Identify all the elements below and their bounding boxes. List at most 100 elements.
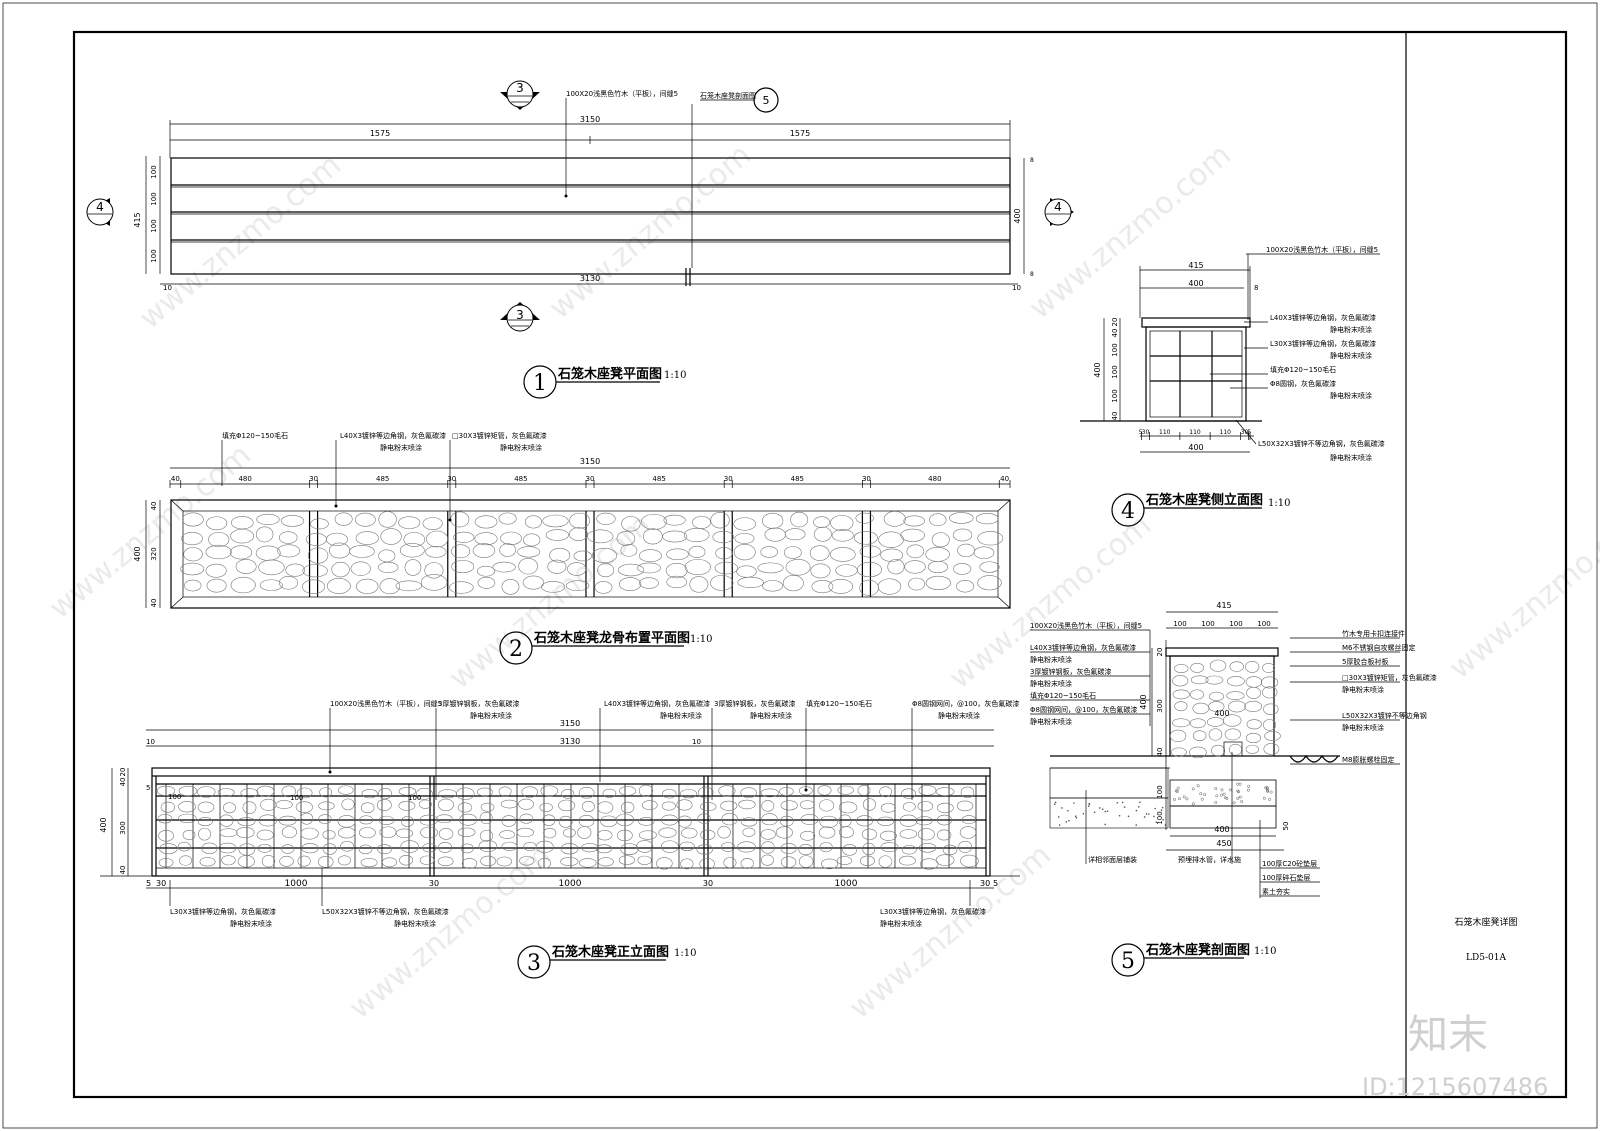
- dim-plan-total: 3150: [580, 115, 600, 124]
- svg-text:415: 415: [1188, 261, 1203, 270]
- view-title-5: 5 石笼木座凳剖面图 1:10: [1111, 942, 1276, 977]
- svg-text:10: 10: [1012, 284, 1021, 292]
- svg-text:10: 10: [692, 738, 701, 746]
- keel-dim-label: 485: [652, 475, 665, 483]
- sheet-title: 石笼木座凳详图: [1454, 916, 1517, 928]
- side-dim-label: 30: [1241, 429, 1249, 436]
- svg-text:30: 30: [703, 879, 713, 888]
- svg-text:30: 30: [429, 879, 439, 888]
- svg-text:100: 100: [1229, 620, 1242, 628]
- section-note-bottom: 预埋排水管，详水施: [1178, 855, 1241, 864]
- section-note-right: L50X32X3镀锌不等边角钢: [1342, 711, 1427, 720]
- keel-dim-label: 40: [171, 475, 180, 483]
- svg-text:400: 400: [1139, 694, 1148, 709]
- svg-text:415: 415: [1216, 601, 1231, 610]
- section-note-bottom: 100厚碎石垫层: [1262, 873, 1310, 882]
- svg-text:静电粉末喷涂: 静电粉末喷涂: [750, 711, 792, 720]
- section-note-left: 100X20浅黑色竹木（平板），间缝5: [1030, 621, 1142, 630]
- keel-dim-label: 40: [1000, 475, 1009, 483]
- sheet-number: LD5-01A: [1466, 953, 1506, 963]
- svg-text:100: 100: [1111, 343, 1119, 356]
- svg-text:40: 40: [1111, 329, 1119, 338]
- svg-text:L50X32X3镀锌不等边角钢，灰色氟碳漆: L50X32X3镀锌不等边角钢，灰色氟碳漆: [1258, 439, 1385, 448]
- section-note-left: L40X3镀锌等边角钢，灰色氟碳漆: [1030, 643, 1136, 652]
- section-ref-5: 5: [753, 87, 779, 113]
- section-note-right: □30X3镀锌矩管，灰色氟碳漆: [1342, 673, 1437, 682]
- svg-text:3厚镀锌钢板，灰色氟碳漆: 3厚镀锌钢板，灰色氟碳漆: [438, 699, 519, 708]
- section-note-right: M8膨胀螺栓固定: [1342, 755, 1395, 764]
- section-note-bottom: 详相邻面层铺装: [1088, 855, 1137, 864]
- section-note-right: 静电粉末喷涂: [1342, 723, 1384, 732]
- svg-text:1000: 1000: [285, 879, 308, 889]
- svg-text:3: 3: [527, 951, 541, 976]
- watermark-text: www.znzmo.com: [1023, 138, 1238, 327]
- svg-text:100: 100: [1111, 389, 1119, 402]
- svg-text:4: 4: [1121, 499, 1135, 524]
- svg-text:8: 8: [1030, 271, 1034, 278]
- seat-plank-section: [1165, 647, 1279, 657]
- svg-text:20: 20: [1111, 318, 1119, 327]
- svg-text:100: 100: [150, 219, 158, 232]
- svg-text:静电粉末喷涂: 静电粉末喷涂: [1330, 325, 1372, 334]
- steel-mesh-grid: [151, 776, 991, 876]
- svg-text:400: 400: [1188, 279, 1203, 288]
- svg-text:40: 40: [1156, 748, 1164, 757]
- section-marker-3-top: 3: [500, 80, 540, 110]
- svg-text:L50X32X3镀锌不等边角钢，灰色氟碳漆: L50X32X3镀锌不等边角钢，灰色氟碳漆: [322, 907, 449, 916]
- svg-text:1:10: 1:10: [674, 948, 696, 959]
- svg-text:静电粉末喷涂: 静电粉末喷涂: [938, 711, 980, 720]
- section-note-left: 填充Φ120~150毛石: [1030, 691, 1096, 700]
- section-marker-4-right: 4: [1044, 198, 1074, 226]
- svg-text:3厚镀锌钢板，灰色氟碳漆: 3厚镀锌钢板，灰色氟碳漆: [714, 699, 795, 708]
- svg-text:10: 10: [163, 284, 172, 292]
- svg-text:400: 400: [1093, 362, 1102, 377]
- svg-text:100: 100: [408, 794, 421, 802]
- svg-text:3130: 3130: [560, 737, 580, 746]
- section-marker-3-bottom: 3: [500, 302, 540, 332]
- seat-planks: [170, 157, 1011, 275]
- keel-dim-label: 480: [928, 475, 941, 483]
- keel-dim-label: 485: [514, 475, 527, 483]
- svg-text:450: 450: [1216, 839, 1231, 848]
- svg-text:5: 5: [146, 879, 151, 888]
- dim-plan-right-total: 400: [1013, 208, 1022, 223]
- dim-plan-left-total: 415: [133, 212, 142, 227]
- svg-text:3: 3: [516, 81, 524, 95]
- section-note-right: M6不锈钢自攻螺丝固定: [1342, 643, 1416, 652]
- svg-text:100: 100: [150, 165, 158, 178]
- section-note-left: 静电粉末喷涂: [1030, 717, 1072, 726]
- svg-text:1:10: 1:10: [1254, 946, 1276, 957]
- watermark-text: www.znzmo.com: [543, 138, 758, 327]
- svg-text:5: 5: [993, 879, 998, 888]
- svg-text:50: 50: [1282, 822, 1290, 831]
- front-elevation-view: 3150 3130 10 10 400 20 40 5 300 40 100 1…: [99, 699, 1020, 979]
- svg-text:40: 40: [119, 778, 127, 787]
- keel-dim-label: 485: [376, 475, 389, 483]
- svg-text:静电粉末喷涂: 静电粉末喷涂: [1330, 391, 1372, 400]
- view-title-2: 2 石笼木座凳龙骨布置平面图 1:10: [499, 630, 712, 665]
- svg-text:300: 300: [119, 821, 127, 834]
- svg-text:石笼木座凳平面图: 石笼木座凳平面图: [557, 366, 662, 382]
- svg-text:4: 4: [1054, 200, 1062, 214]
- svg-text:4: 4: [96, 200, 104, 214]
- watermark-text: www.znzmo.com: [1443, 498, 1600, 687]
- svg-text:320: 320: [150, 547, 158, 560]
- seat-plank-side: [1141, 317, 1251, 328]
- svg-text:100: 100: [1173, 620, 1186, 628]
- svg-text:填充Φ120~150毛石: 填充Φ120~150毛石: [1270, 365, 1336, 374]
- svg-text:静电粉末喷涂: 静电粉末喷涂: [500, 443, 542, 452]
- svg-text:400: 400: [1214, 709, 1229, 718]
- section-note-right: 5厚胶合板衬板: [1342, 657, 1388, 666]
- svg-text:L30X3镀锌等边角钢，灰色氟碳漆: L30X3镀锌等边角钢，灰色氟碳漆: [880, 907, 986, 916]
- svg-text:静电粉末喷涂: 静电粉末喷涂: [1330, 453, 1372, 462]
- watermark-text: www.znzmo.com: [443, 508, 658, 697]
- side-dim-label: 110: [1220, 429, 1232, 436]
- view-title-4: 4 石笼木座凳侧立面图 1:10: [1111, 492, 1290, 527]
- note-keel-fill: 填充Φ120~150毛石: [222, 431, 288, 440]
- svg-text:100: 100: [1201, 620, 1214, 628]
- seat-plank-elev: [151, 767, 991, 777]
- svg-text:5: 5: [763, 94, 770, 107]
